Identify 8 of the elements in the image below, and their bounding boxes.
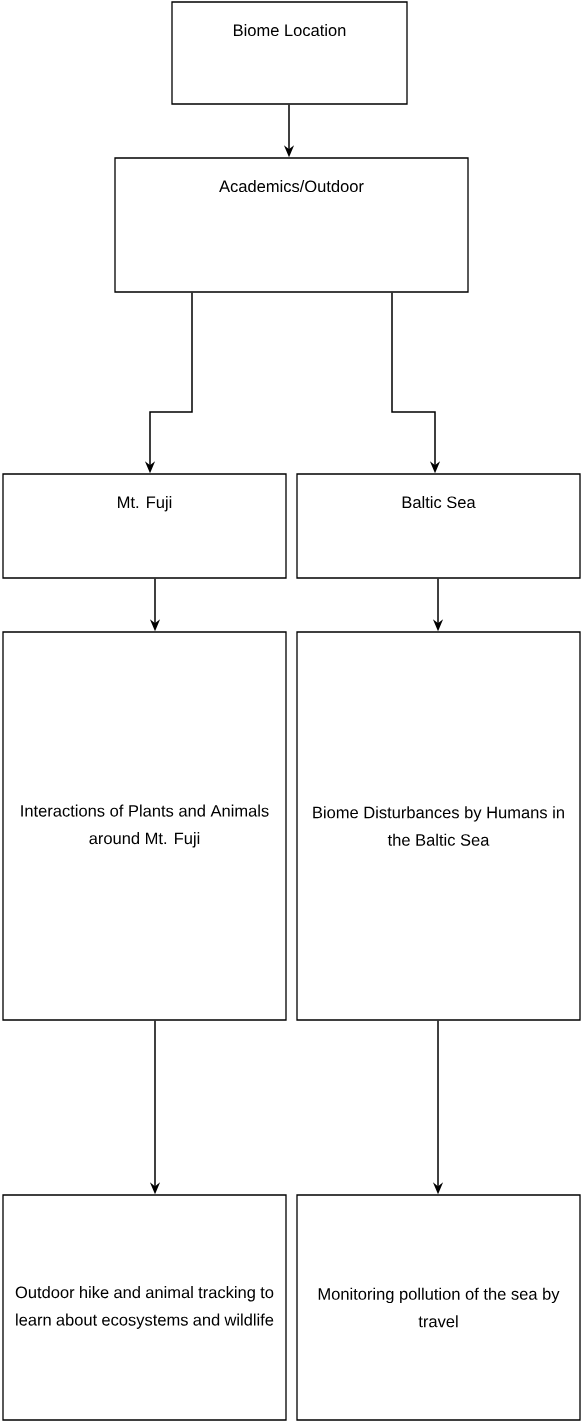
text-box: Baltic Sea: [296, 473, 581, 579]
text-box: Academics/Outdoor: [114, 157, 469, 293]
text-box: Outdoor hike and animal tracking to learn about ecosystems and wildlife: [2, 1194, 287, 1421]
text-box: Mt. Fuji: [2, 473, 287, 579]
text-box: Biome Location: [171, 1, 408, 105]
text-box: Interactions of Plants and Animals around Mt. Fuji: [2, 631, 287, 1021]
text-box: Monitoring pollution of the sea by travel: [296, 1194, 581, 1421]
text-box: Biome Disturbances by Humans in the Baltic Sea: [296, 631, 581, 1021]
